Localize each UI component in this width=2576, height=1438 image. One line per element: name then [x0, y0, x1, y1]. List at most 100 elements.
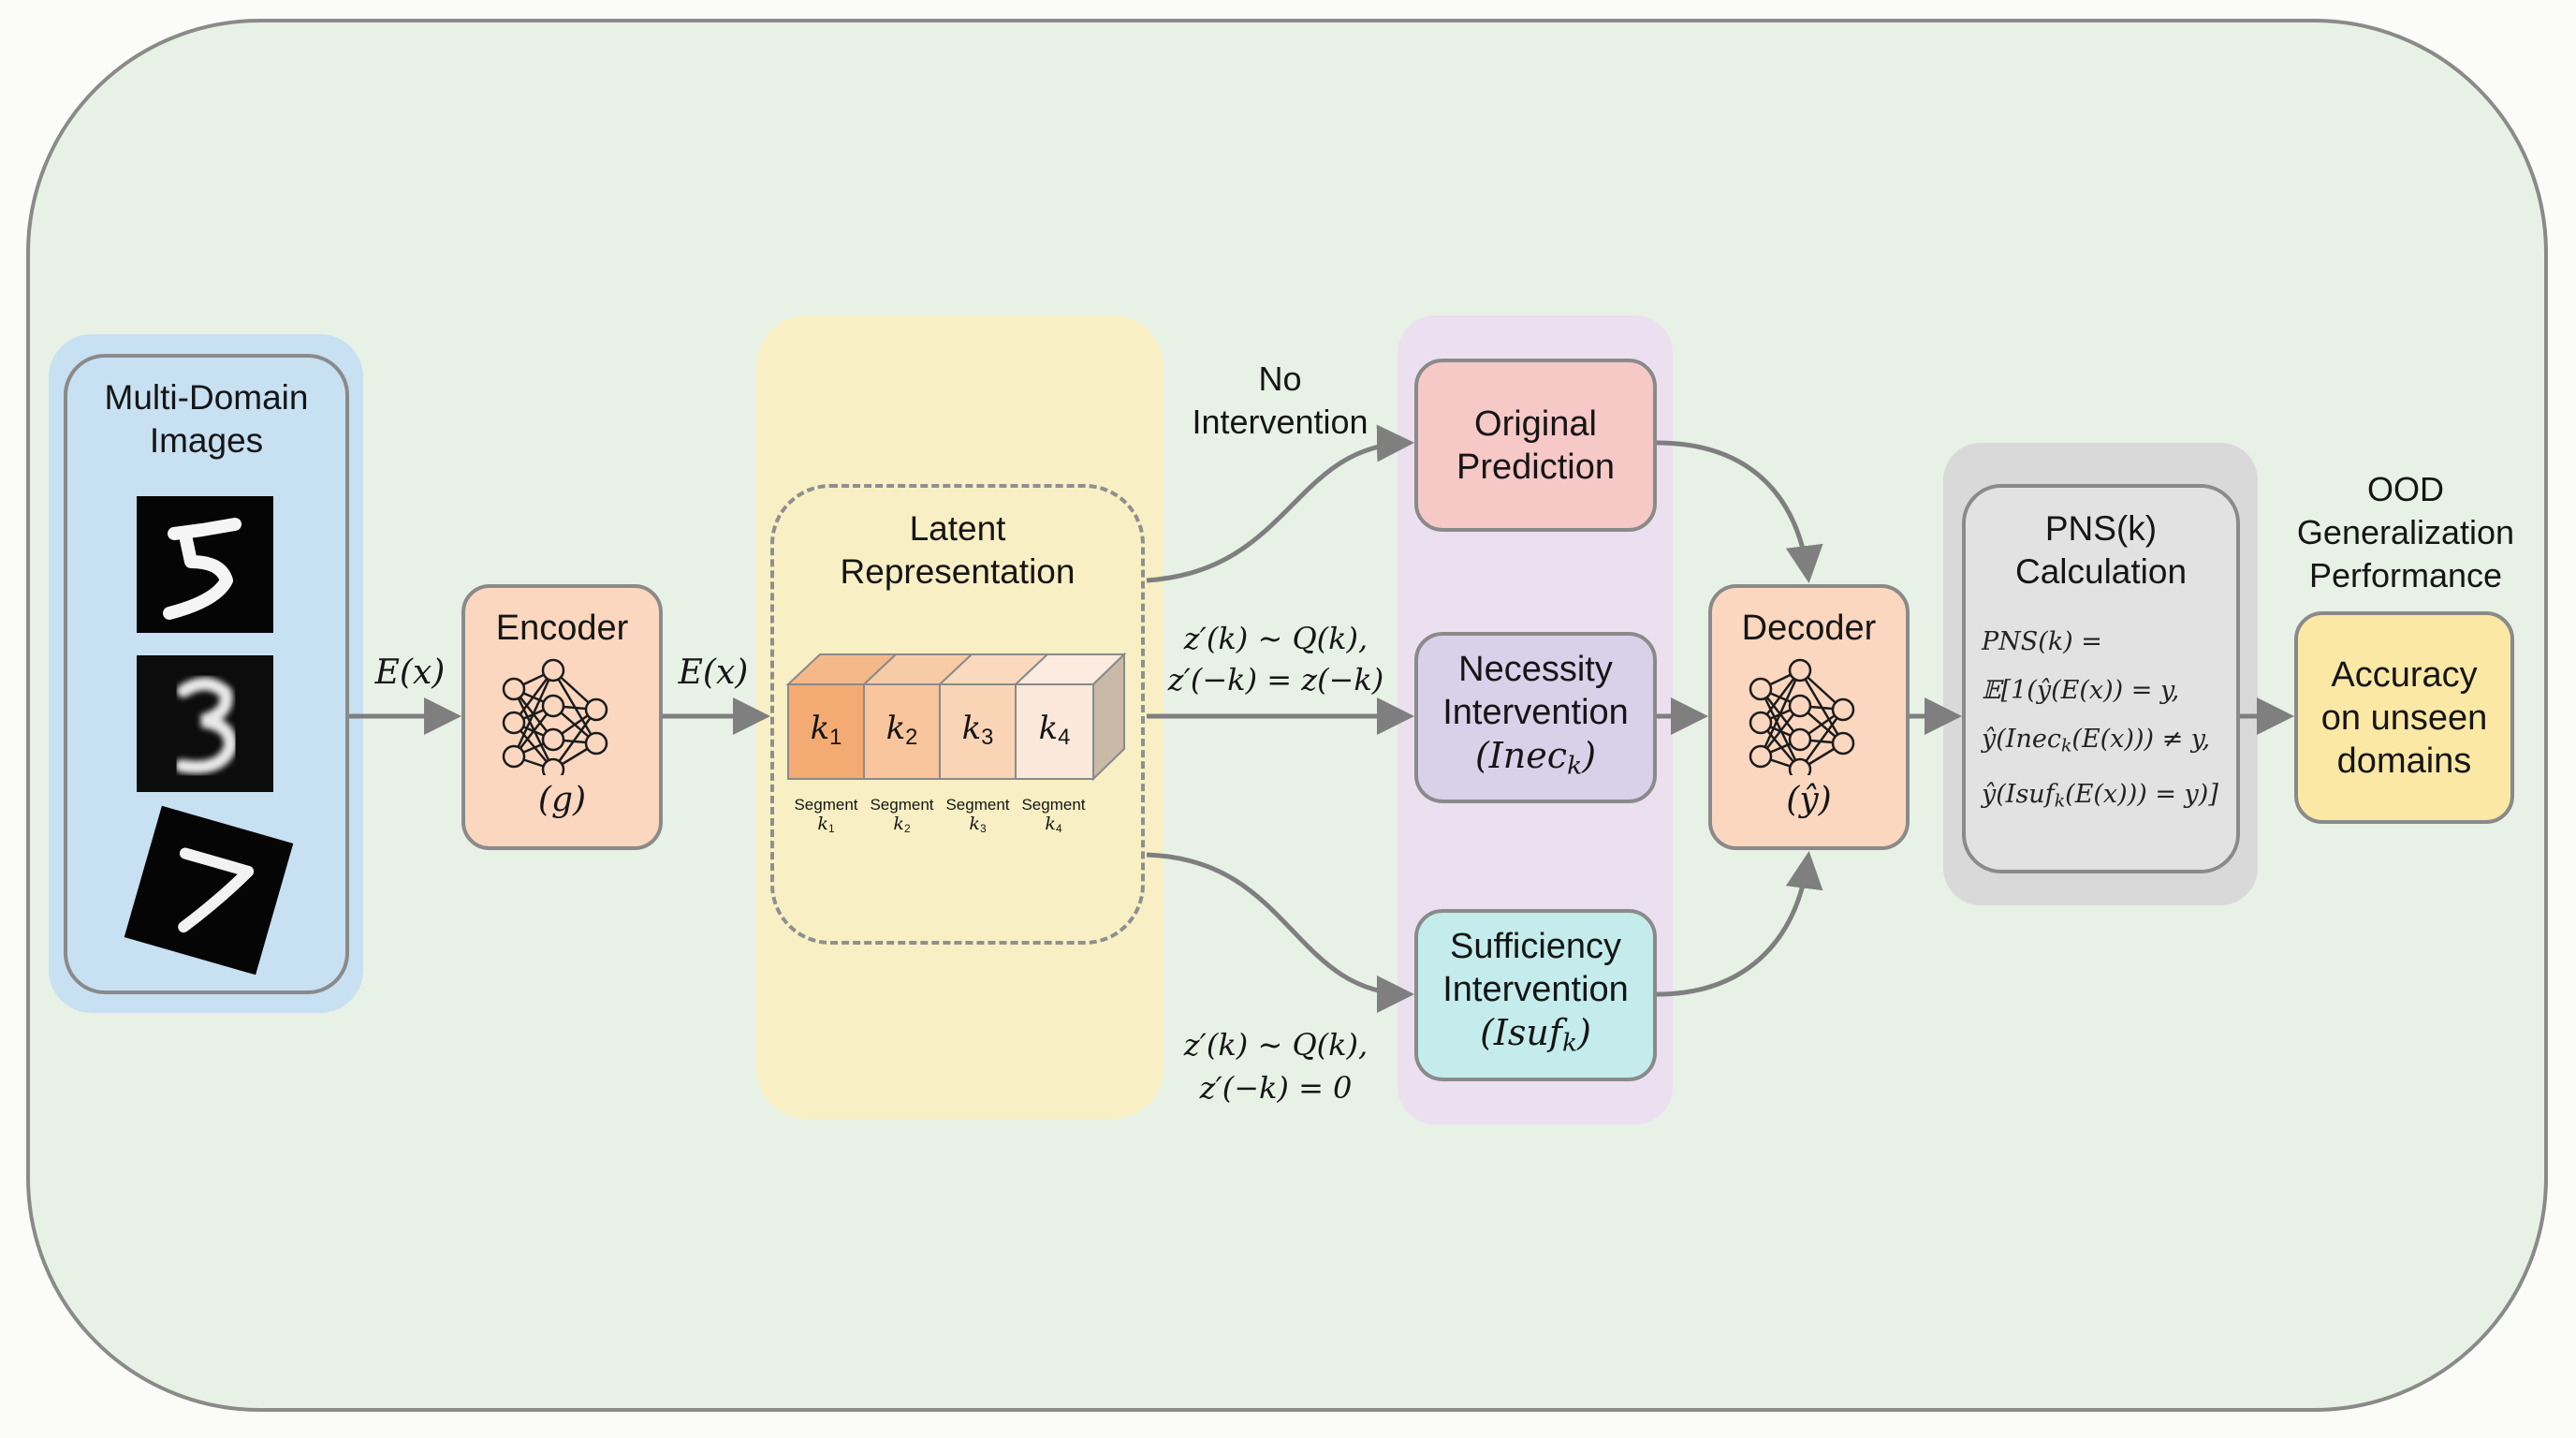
accuracy-line-1: Accuracy	[2331, 654, 2478, 695]
segment-label-1-sub: 1	[827, 821, 835, 835]
segment-k2-symbol: k	[886, 710, 906, 747]
segment-label-3-symbol: k	[969, 814, 980, 834]
segment-k4: k4	[1016, 710, 1093, 751]
sufficiency-intervention-box: Sufficiency Intervention (Isufk)	[1414, 909, 1657, 1081]
segment-label-3-sub: 3	[979, 821, 987, 835]
pns-formula: PNS(k) = 𝔼[1(ŷ(E(x)) = y, ŷ(Ineck(E(x)))…	[1982, 618, 2218, 825]
pns-formula-line-3: ŷ(Ineck(E(x))) ≠ y,	[1982, 725, 2211, 756]
neural-network-icon	[502, 658, 607, 775]
latent-title-line-2: Representation	[840, 552, 1076, 591]
segment-label-1-symbol: k	[817, 814, 828, 834]
digit-image-5	[137, 496, 273, 633]
arrow-original-to-decoder	[1656, 440, 1823, 583]
original-line-2: Prediction	[1456, 447, 1615, 487]
pns-box	[1962, 484, 2240, 873]
neural-network-icon	[1749, 658, 1854, 775]
original-line-1: Original	[1474, 404, 1597, 444]
necessity-intervention-box: Necessity Intervention (Ineck)	[1414, 632, 1657, 803]
input-title-line-1: Multi-Domain	[104, 378, 309, 417]
necessity-line-2: Intervention	[1442, 692, 1629, 732]
digit-image-7	[124, 805, 294, 976]
encoder-box: Encoder (g)	[461, 584, 663, 850]
latent-dashed-box	[770, 484, 1145, 945]
formula-subscript: k	[2060, 735, 2072, 756]
latent-title-line-1: Latent	[909, 509, 1006, 548]
segment-front-3	[939, 683, 1017, 780]
segment-k3-sub: 3	[981, 724, 994, 750]
necessity-symbol-sub: k	[1567, 751, 1583, 781]
edge-label-sufficiency-condition: z′(k) ∼ Q(k), z′(−k) = 0	[1149, 1023, 1402, 1109]
segment-front-1	[787, 683, 865, 780]
segment-label-1-text: Segment	[794, 796, 858, 814]
ood-heading-line-2: Generalization	[2296, 513, 2515, 551]
segment-label-4-sub: 4	[1055, 821, 1062, 835]
ood-heading-line-3: Performance	[2308, 556, 2503, 594]
necessity-symbol-base: Inec	[1488, 734, 1568, 776]
sufficiency-symbol: (Isufk)	[1480, 1012, 1591, 1058]
decoder-box: Decoder (ŷ)	[1708, 584, 1910, 850]
encoder-title: Encoder	[495, 609, 629, 648]
input-panel-box	[64, 354, 349, 994]
pns-formula-line-4: ŷ(Isufk(E(x))) = y)]	[1982, 779, 2218, 812]
necessity-condition-line-2: z′(−k) = z(−k)	[1167, 662, 1384, 697]
decoder-title: Decoder	[1741, 609, 1877, 648]
segment-k4-symbol: k	[1038, 710, 1059, 747]
sufficiency-symbol-sub: k	[1561, 1028, 1578, 1058]
no-intervention-line-2: Intervention	[1192, 403, 1368, 441]
accuracy-line-2: on unseen	[2320, 697, 2488, 738]
segment-label-4-text: Segment	[1021, 796, 1086, 814]
segment-front-4	[1015, 683, 1094, 780]
edge-label-necessity-condition: z′(k) ∼ Q(k), z′(−k) = z(−k)	[1149, 618, 1402, 700]
edge-label-no-intervention: No Intervention	[1161, 358, 1399, 444]
arrow-no-intervention	[1146, 424, 1414, 583]
digit-3-glyph	[175, 677, 238, 774]
pns-title-line-1: PNS(k)	[2044, 509, 2158, 548]
formula-subscript: k	[2054, 790, 2066, 812]
accuracy-line-3: domains	[2336, 741, 2472, 781]
sufficiency-line-2: Intervention	[1442, 970, 1629, 1010]
pns-title-line-2: Calculation	[2014, 552, 2188, 591]
segment-label-2-sub: 2	[903, 821, 911, 835]
segment-k2-sub: 2	[905, 724, 918, 750]
input-title-line-2: Images	[149, 421, 264, 460]
segment-k1-symbol: k	[810, 710, 830, 747]
original-prediction-box: Original Prediction	[1414, 359, 1657, 532]
accuracy-box: Accuracy on unseen domains	[2294, 611, 2514, 824]
encoder-symbol: (g)	[537, 781, 587, 819]
input-panel-title: Multi-Domain Images	[64, 376, 349, 462]
segment-k3: k3	[940, 710, 1016, 751]
segment-label-2-symbol: k	[893, 814, 904, 834]
sufficiency-symbol-base: Isuf	[1493, 1012, 1562, 1054]
decoder-symbol: (ŷ)	[1786, 781, 1832, 819]
segment-label-2-text: Segment	[870, 796, 934, 814]
segment-k4-sub: 4	[1058, 724, 1071, 750]
digit-image-3	[137, 655, 273, 792]
necessity-condition-line-1: z′(k) ∼ Q(k),	[1183, 621, 1368, 656]
segment-k1-sub: 1	[829, 724, 842, 750]
segment-label-3-text: Segment	[945, 796, 1010, 814]
segment-k1: k1	[788, 710, 864, 751]
arrow-sufficiency-to-decoder	[1656, 851, 1823, 997]
edge-label-input-encoder: E(x)	[374, 653, 446, 692]
segment-label-4-symbol: k	[1045, 814, 1056, 834]
latent-title: Latent Representation	[770, 507, 1145, 594]
segment-k2: k2	[864, 710, 940, 751]
segment-k3-symbol: k	[961, 710, 982, 747]
necessity-symbol: (Ineck)	[1474, 734, 1597, 781]
pns-formula-line-2: 𝔼[1(ŷ(E(x)) = y,	[1982, 676, 2180, 705]
sufficiency-condition-line-1: z′(k) ∼ Q(k),	[1183, 1027, 1368, 1063]
no-intervention-line-1: No	[1258, 360, 1302, 398]
digit-5-glyph	[163, 518, 242, 620]
sufficiency-line-1: Sufficiency	[1449, 927, 1622, 967]
arrow-sufficiency	[1146, 852, 1414, 1013]
edge-label-encoder-latent: E(x)	[678, 653, 749, 692]
ood-heading-line-1: OOD	[2366, 470, 2444, 508]
pns-formula-line-1: PNS(k) =	[1982, 627, 2102, 656]
ood-heading: OOD Generalization Performance	[2265, 468, 2546, 597]
digit-7-glyph	[178, 847, 255, 933]
